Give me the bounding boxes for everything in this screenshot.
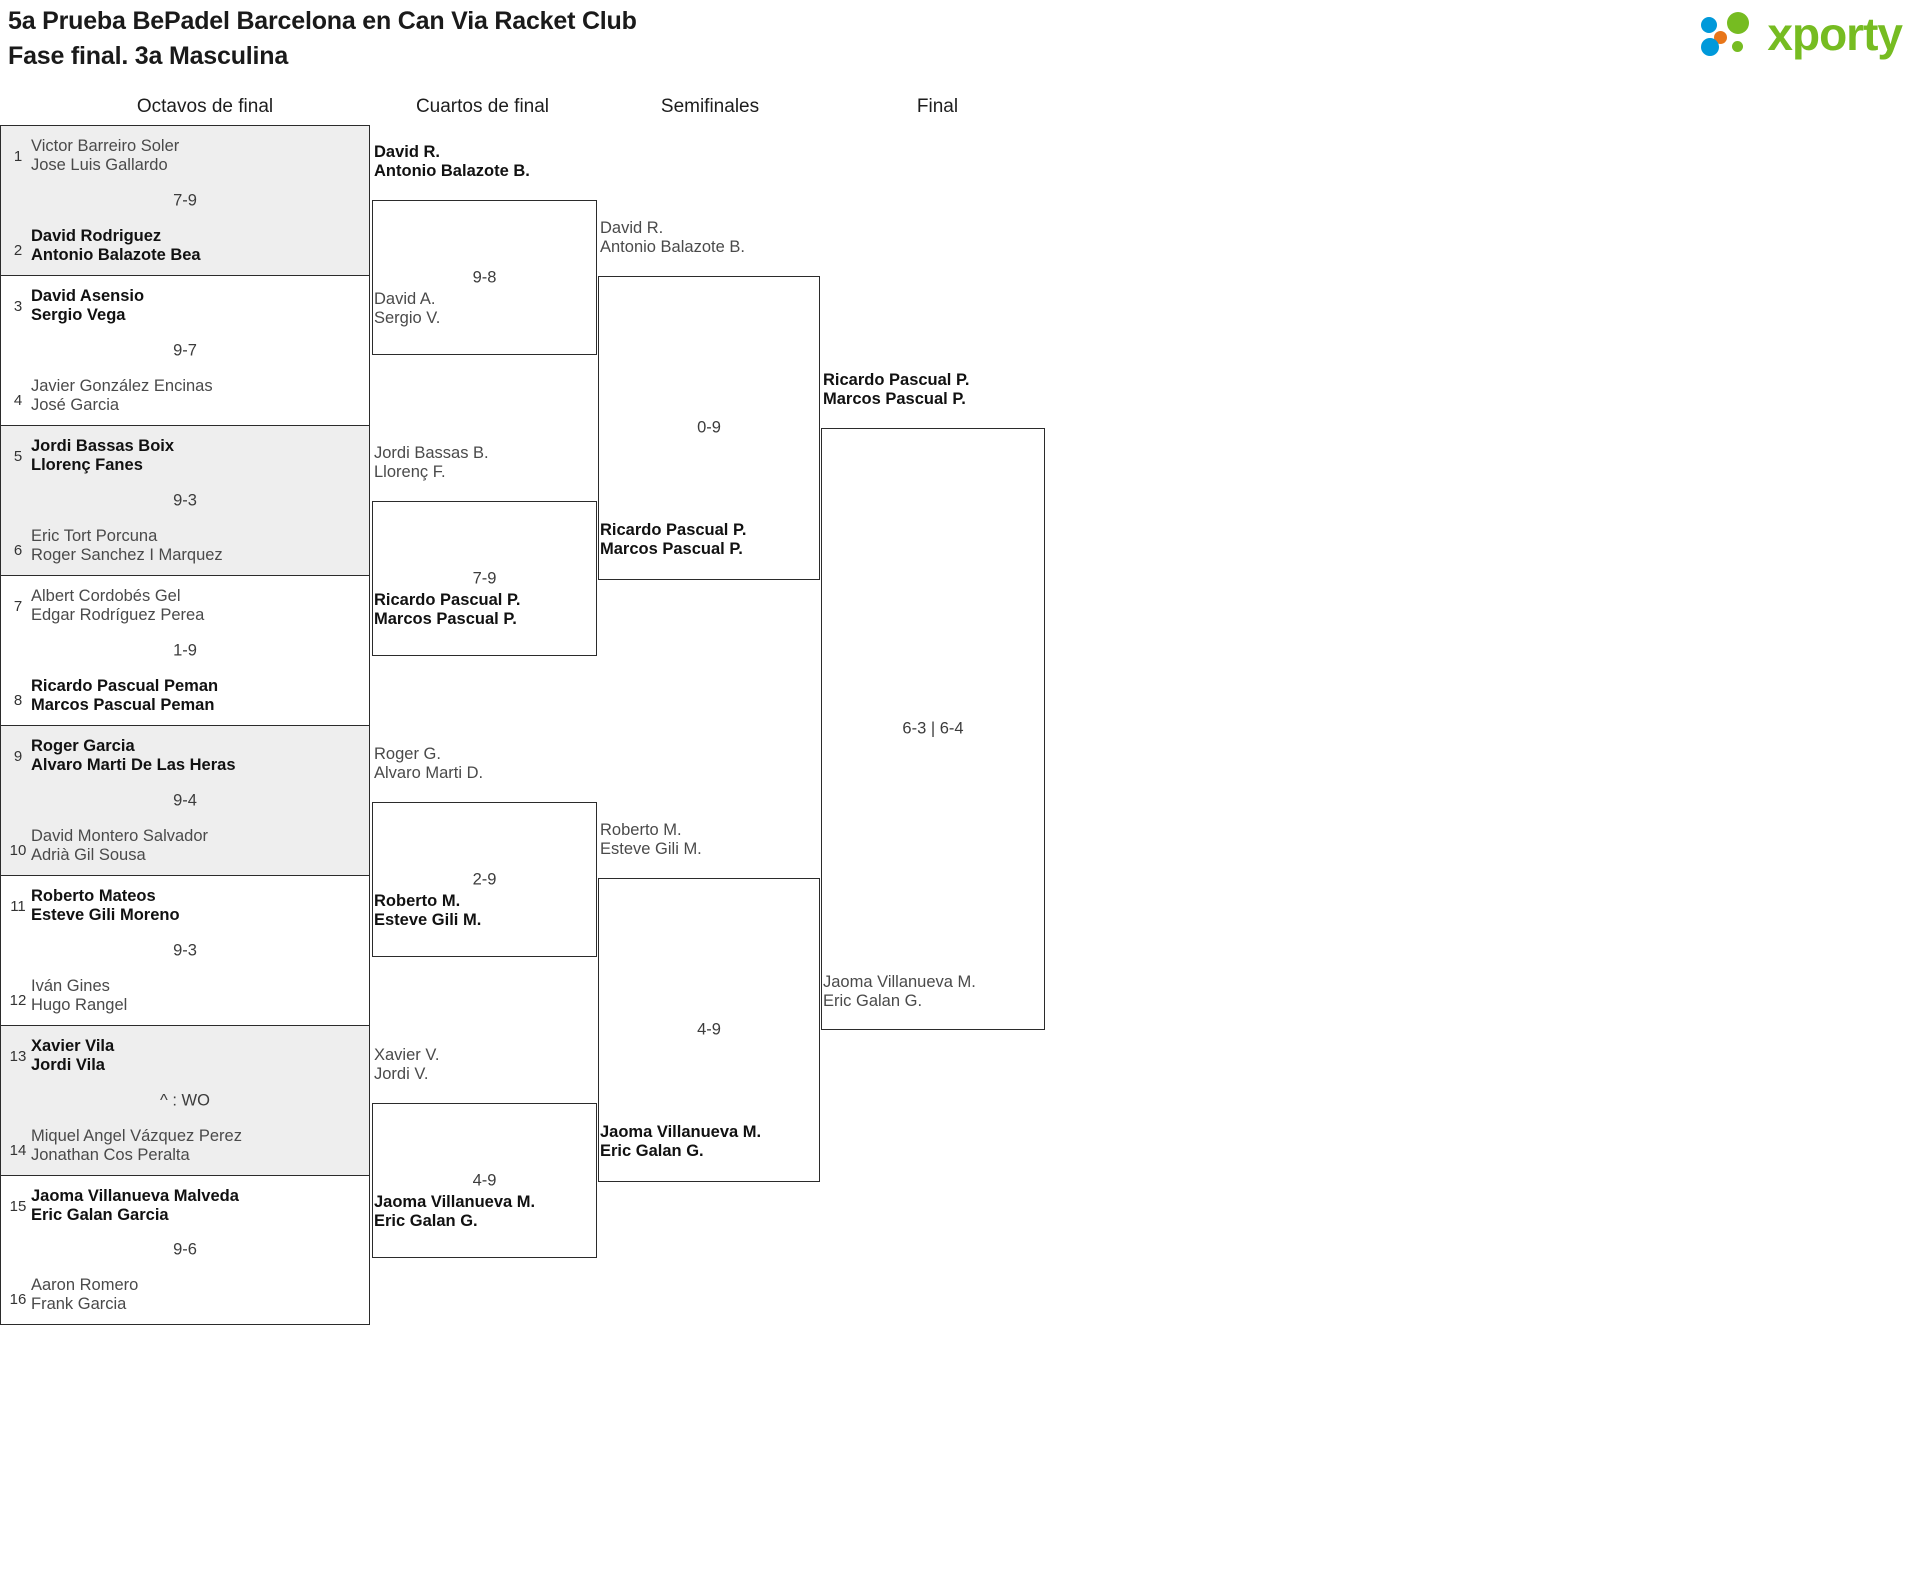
seed-number: 15 [9,1198,27,1215]
team-bottom: Iván Gines Hugo Rangel [31,977,128,1014]
seed-number: 13 [9,1048,27,1065]
seed-number: 1 [13,148,23,165]
team-top: Jordi Bassas Boix Llorenç Fanes [31,437,175,474]
r3-team-bottom-1: Ricardo Pascual P.Marcos Pascual P. [600,521,747,558]
page-title: 5a Prueba BePadel Barcelona en Can Via R… [8,4,637,74]
round-header-octavos: Octavos de final [136,96,274,117]
r2-box-4[interactable]: 4-9 [372,1103,597,1258]
team-bottom: David Montero Salvador Adrià Gil Sousa [31,827,209,864]
team-bottom: Aaron Romero Frank Garcia [31,1276,139,1313]
seed-number: 14 [9,1142,27,1159]
tournament-phase: Fase final. 3a Masculina [8,42,289,70]
team-top: Roger Garcia Alvaro Marti De Las Heras [31,737,236,774]
round-header-cuartos: Cuartos de final [415,96,550,117]
match-score: 2-9 [472,870,497,888]
r3-team-top-2: Roberto M.Esteve Gili M. [600,821,702,858]
r4-box-1[interactable]: 6-3 | 6-4 [821,428,1045,1030]
match-score: 0-9 [697,418,721,437]
match-score: 4-9 [697,1020,721,1039]
r3-box-1[interactable]: 0-9 [598,276,820,580]
match-score: 4-9 [472,1171,497,1189]
seed-number: 12 [9,992,27,1009]
seed-number: 6 [13,542,23,559]
r1-match-2[interactable]: 3 David Asensio Sergio Vega 9-7 4 Javier… [0,275,370,425]
team-top: David Asensio Sergio Vega [31,287,145,324]
r2-team-bottom-4: Jaoma Villanueva M.Eric Galan G. [374,1193,536,1230]
team-bottom: Eric Tort Porcuna Roger Sanchez I Marque… [31,527,223,564]
team-top: Albert Cordobés Gel Edgar Rodríguez Pere… [31,587,205,624]
r2-box-1[interactable]: 9-8 [372,200,597,355]
match-score: 7-9 [173,191,197,209]
tournament-title: 5a Prueba BePadel Barcelona en Can Via R… [8,7,637,35]
r2-team-top-4: Xavier V.Jordi V. [374,1046,440,1083]
xporty-logo[interactable]: xporty [1701,6,1903,62]
match-score: 7-9 [472,569,497,587]
r4-team-top-1: Ricardo Pascual P.Marcos Pascual P. [823,371,970,408]
r1-match-1[interactable]: 1 Victor Barreiro Soler Jose Luis Gallar… [0,125,370,275]
match-score: 9-7 [173,341,197,359]
team-bottom: Miquel Angel Vázquez Perez Jonathan Cos … [31,1127,242,1164]
r2-team-bottom-3: Roberto M.Esteve Gili M. [374,892,482,929]
match-score: 1-9 [173,641,197,659]
r1-match-3[interactable]: 5 Jordi Bassas Boix Llorenç Fanes 9-3 6 … [0,425,370,575]
team-top: Roberto Mateos Esteve Gili Moreno [31,887,180,924]
seed-number: 3 [13,298,23,315]
match-score: ^ : WO [160,1091,210,1109]
seed-number: 7 [13,598,23,615]
team-bottom: Ricardo Pascual Peman Marcos Pascual Pem… [31,677,219,714]
team-top: Victor Barreiro Soler Jose Luis Gallardo [31,137,180,174]
round-header-semifinales: Semifinales [660,96,760,117]
seed-number: 9 [13,748,23,765]
seed-number: 11 [10,898,26,915]
r4-team-bottom-1: Jaoma Villanueva M.Eric Galan G. [823,973,976,1010]
r1-match-6[interactable]: 11 Roberto Mateos Esteve Gili Moreno 9-3… [0,875,370,1025]
seed-number: 8 [13,692,23,709]
team-bottom: Javier González Encinas José Garcia [31,377,213,414]
r3-team-top-1: David R.Antonio Balazote B. [600,219,745,256]
team-top: Jaoma Villanueva Malveda Eric Galan Garc… [31,1187,239,1224]
logo-dots-icon [1701,8,1763,60]
team-bottom: David Rodriguez Antonio Balazote Bea [31,227,201,264]
match-score: 9-6 [173,1240,197,1259]
r2-team-top-3: Roger G.Alvaro Marti D. [374,745,484,782]
match-score: 9-4 [173,791,197,809]
r2-team-top-1: David R.Antonio Balazote B. [374,143,530,180]
r2-team-top-2: Jordi Bassas B.Llorenç F. [374,444,489,481]
r1-match-7[interactable]: 13 Xavier Vila Jordi Vila ^ : WO 14 Miqu… [0,1025,370,1175]
match-score: 9-8 [472,268,497,286]
r1-match-8[interactable]: 15 Jaoma Villanueva Malveda Eric Galan G… [0,1175,370,1325]
seed-number: 5 [13,448,23,465]
round-header-final: Final [916,96,959,117]
match-score: 6-3 | 6-4 [902,719,964,738]
r2-team-bottom-2: Ricardo Pascual P.Marcos Pascual P. [374,591,521,628]
r2-team-bottom-1: David A.Sergio V. [374,290,441,327]
seed-number: 16 [9,1291,27,1308]
match-score: 9-3 [173,491,197,509]
r3-box-2[interactable]: 4-9 [598,878,820,1182]
r2-box-3[interactable]: 2-9 [372,802,597,957]
r1-match-4[interactable]: 7 Albert Cordobés Gel Edgar Rodríguez Pe… [0,575,370,725]
r2-box-2[interactable]: 7-9 [372,501,597,656]
logo-wordmark: xporty [1767,8,1903,60]
team-top: Xavier Vila Jordi Vila [31,1037,115,1074]
match-score: 9-3 [173,941,197,959]
round1-column: 1 Victor Barreiro Soler Jose Luis Gallar… [0,125,370,1325]
r1-match-5[interactable]: 9 Roger Garcia Alvaro Marti De Las Heras… [0,725,370,875]
seed-number: 10 [9,842,27,859]
r3-team-bottom-2: Jaoma Villanueva M.Eric Galan G. [600,1123,762,1160]
seed-number: 2 [13,242,23,259]
seed-number: 4 [13,392,23,409]
